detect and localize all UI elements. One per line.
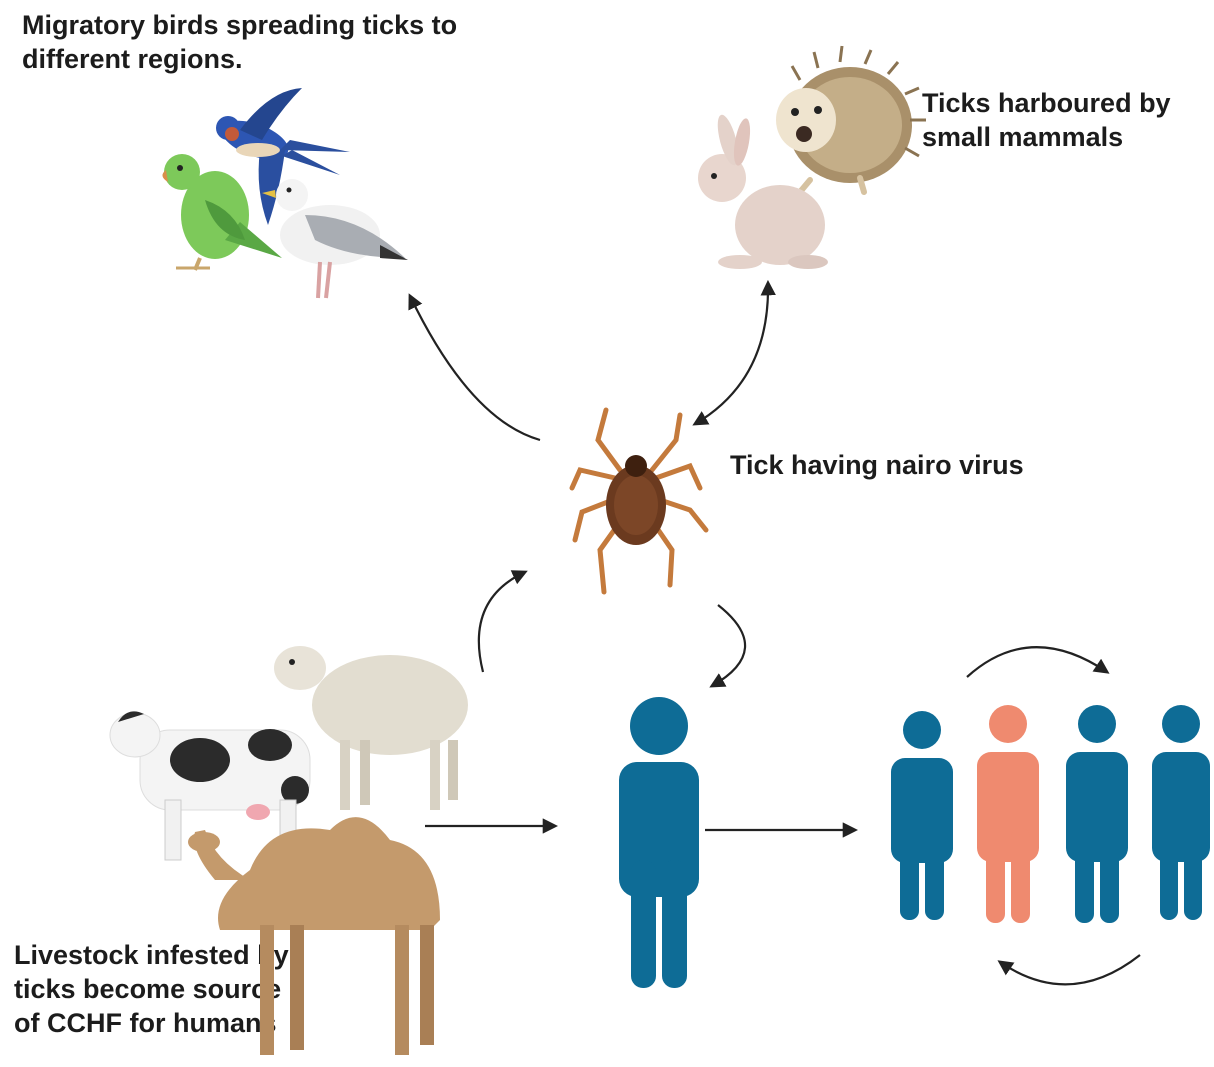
arrow-tick-to-birds — [410, 296, 540, 440]
arrow-livestock-to-tick — [479, 572, 525, 672]
camel-icon — [188, 817, 440, 1055]
arrow-tick-to-human — [712, 605, 745, 686]
human-icon — [1152, 705, 1210, 920]
human-icon — [1066, 705, 1128, 923]
infected-human-icon — [977, 705, 1039, 923]
human-icon — [891, 711, 953, 920]
arrow-tick-mammals — [695, 283, 768, 424]
arrow-group-cycle-bottom — [1000, 955, 1140, 984]
arrow-group-cycle-top — [967, 647, 1107, 677]
tick-icon — [572, 410, 706, 592]
human-icon — [619, 697, 699, 988]
human-group — [891, 705, 1210, 923]
gull-icon — [262, 179, 408, 298]
hedgehog-icon — [776, 46, 926, 192]
